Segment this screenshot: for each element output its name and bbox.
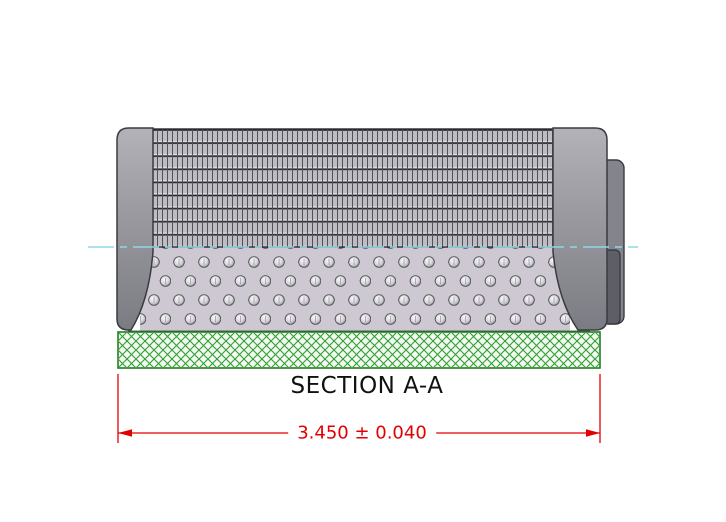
dimension-arrow-left: [118, 429, 132, 437]
section-title: SECTION A-A: [290, 373, 444, 399]
filter-media-hatch-band: [117, 331, 601, 369]
dimension-value: 3.450 ± 0.040: [288, 422, 436, 444]
end-cap-right: [552, 127, 608, 331]
outer-mesh-screen: [149, 128, 559, 248]
end-cap-left: [116, 127, 154, 331]
dimension-arrow-right: [586, 429, 600, 437]
perforated-core-tube: [128, 247, 590, 332]
